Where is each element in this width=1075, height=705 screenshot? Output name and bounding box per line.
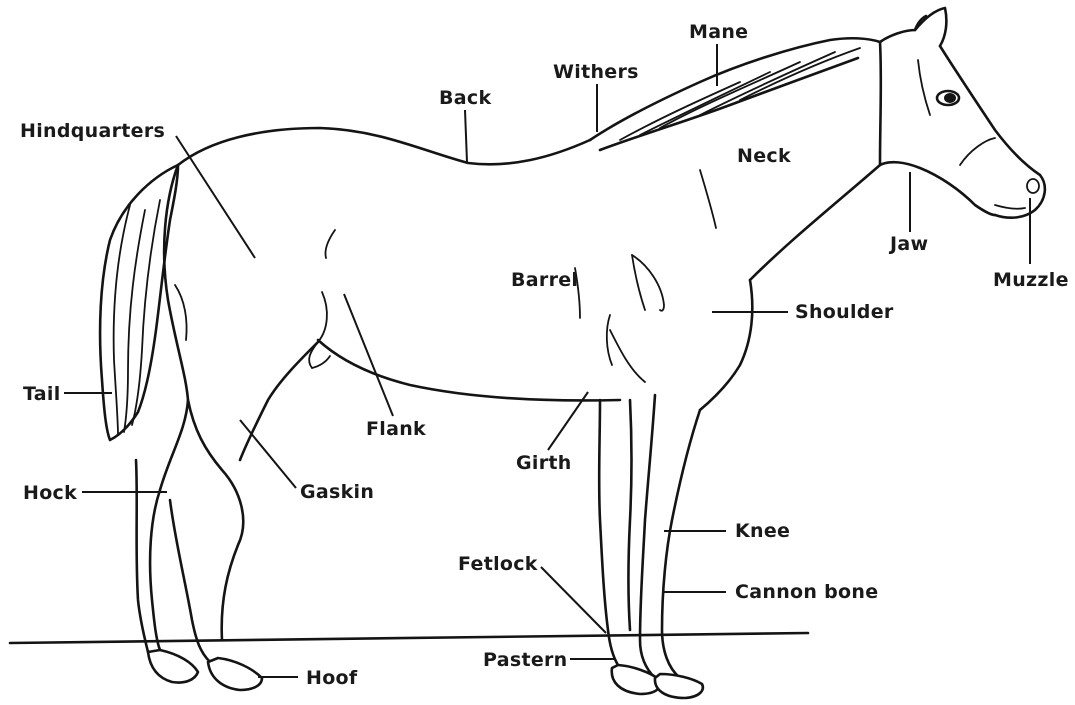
label-flank: Flank: [366, 418, 426, 440]
ground-line: [10, 633, 808, 643]
hind-legs: [136, 342, 318, 690]
front-legs: [599, 395, 703, 698]
label-mane: Mane: [689, 21, 748, 43]
label-hindquarters: Hindquarters: [20, 120, 165, 142]
label-pastern: Pastern: [483, 649, 568, 671]
label-shoulder: Shoulder: [795, 301, 894, 323]
label-neck: Neck: [737, 145, 791, 167]
label-barrel: Barrel: [511, 269, 578, 291]
label-fetlock: Fetlock: [458, 553, 538, 575]
label-hock: Hock: [23, 482, 77, 504]
label-girth: Girth: [516, 452, 572, 474]
label-tail: Tail: [23, 383, 61, 405]
shoulder-chest: [610, 170, 752, 410]
label-hoof: Hoof: [306, 667, 358, 689]
label-withers: Withers: [553, 61, 639, 83]
leader-lines: [64, 44, 1030, 677]
label-jaw: Jaw: [888, 233, 928, 255]
labels: Mane Withers Back Hindquarters Neck Jaw …: [20, 21, 1069, 689]
label-knee: Knee: [735, 520, 790, 542]
label-cannon-bone: Cannon bone: [735, 581, 878, 603]
label-gaskin: Gaskin: [300, 481, 374, 503]
neck-head: [590, 8, 1045, 280]
label-muzzle: Muzzle: [993, 269, 1069, 291]
label-back: Back: [439, 87, 491, 109]
